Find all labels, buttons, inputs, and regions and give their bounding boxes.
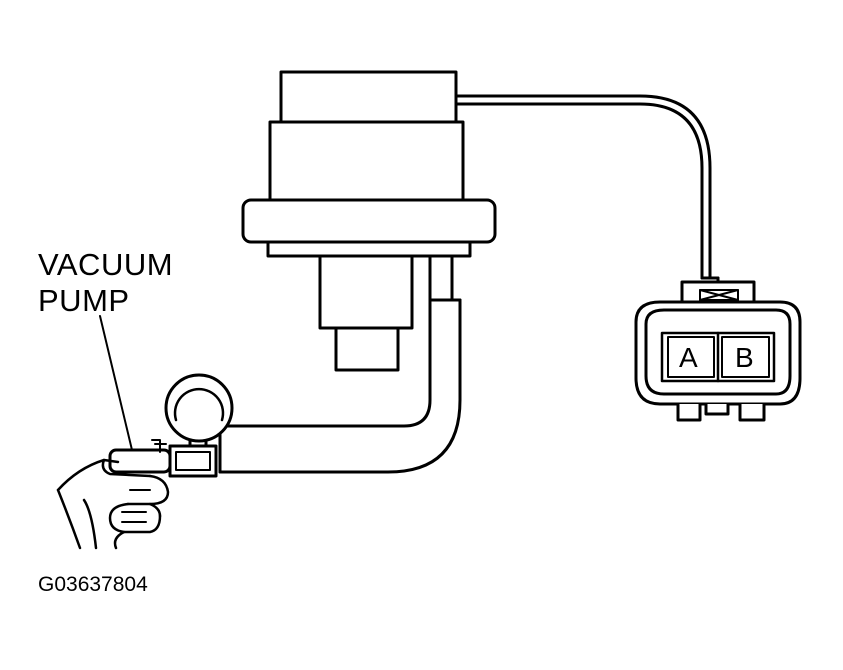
- wire-harness: [454, 94, 720, 284]
- vacuum-pump-label-line1: VACUUM: [38, 247, 174, 282]
- connector-tabs: [676, 402, 766, 422]
- valve-bottom-stem: [334, 326, 400, 372]
- hand-illustration: [56, 458, 170, 550]
- pump-body: [108, 439, 218, 478]
- vacuum-pump-leader-line: [99, 315, 133, 451]
- vacuum-gauge: [164, 373, 234, 454]
- connector-pin-a-label: A: [679, 342, 698, 373]
- valve-main-body: [268, 120, 465, 202]
- gauge-outer: [164, 373, 234, 443]
- valve-lower-neck: [318, 254, 414, 330]
- gauge-inner-arc: [173, 387, 225, 422]
- valve-flange: [241, 198, 497, 244]
- valve-top-cap: [279, 70, 458, 124]
- vacuum-port: [428, 254, 454, 302]
- valve-assembly: [241, 70, 497, 372]
- valve-flange-rim: [266, 240, 472, 258]
- connector-latch-x: [699, 289, 739, 301]
- vacuum-pump-label-line2: PUMP: [38, 283, 130, 318]
- figure-id-label: G03637804: [38, 573, 148, 596]
- electrical-connector: [634, 280, 802, 422]
- connector-pin-b-label: B: [735, 342, 754, 373]
- connector-body-inner: [644, 308, 792, 396]
